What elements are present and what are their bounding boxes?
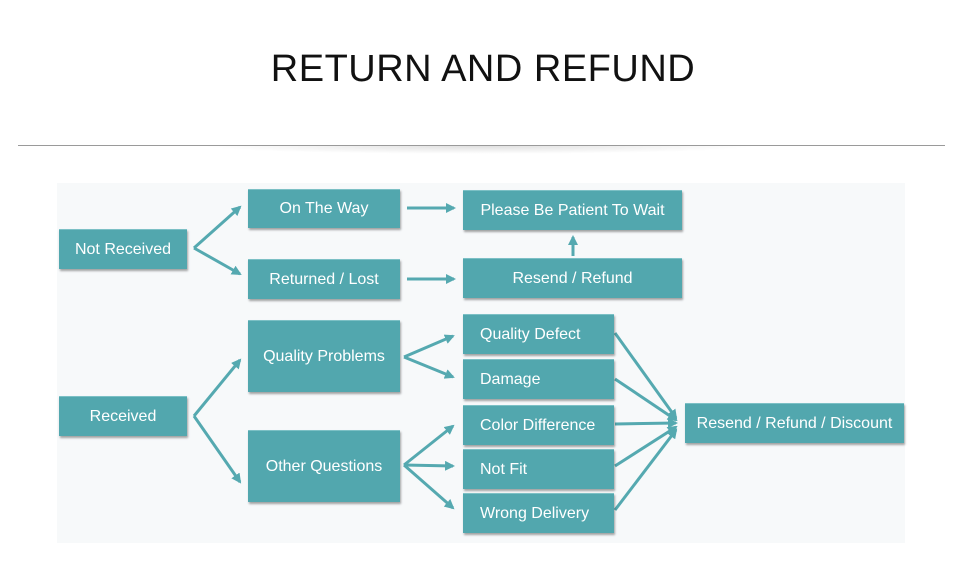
node-returned-lost: Returned / Lost bbox=[248, 259, 400, 299]
node-not-fit: Not Fit bbox=[463, 449, 614, 489]
arrow-other-notfit bbox=[403, 460, 455, 471]
divider-shadow bbox=[200, 146, 760, 154]
arrow-other-color bbox=[403, 424, 455, 467]
arrow-notreceived-ontheway bbox=[193, 205, 242, 250]
node-color-difference: Color Difference bbox=[463, 405, 614, 445]
node-other-questions: Other Questions bbox=[248, 430, 400, 502]
node-received: Received bbox=[59, 396, 187, 436]
node-quality-defect: Quality Defect bbox=[463, 314, 614, 354]
arrow-quality-damage bbox=[403, 355, 455, 379]
node-please-wait: Please Be Patient To Wait bbox=[463, 190, 682, 230]
arrow-notfit-final bbox=[614, 425, 678, 468]
node-wrong-delivery: Wrong Delivery bbox=[463, 493, 614, 533]
node-quality-problems: Quality Problems bbox=[248, 320, 400, 392]
node-resend-refund: Resend / Refund bbox=[463, 258, 682, 298]
node-damage: Damage bbox=[463, 359, 614, 399]
node-resend-refund-discount: Resend / Refund / Discount bbox=[685, 403, 904, 443]
node-on-the-way: On The Way bbox=[248, 189, 400, 228]
title-divider bbox=[18, 145, 945, 146]
page-title: RETURN AND REFUND bbox=[270, 48, 696, 90]
arrow-other-wrong bbox=[403, 463, 455, 510]
arrow-quality-defect bbox=[403, 334, 455, 359]
arrow-notreceived-returned bbox=[193, 246, 242, 276]
arrow-defect-final bbox=[613, 332, 678, 420]
arrow-color-final bbox=[614, 418, 678, 429]
arrow-damage-final bbox=[614, 377, 678, 422]
node-not-received: Not Received bbox=[59, 229, 187, 269]
arrow-received-other bbox=[192, 415, 242, 484]
arrow-received-quality bbox=[192, 358, 242, 417]
arrow-wrong-final bbox=[613, 428, 678, 511]
